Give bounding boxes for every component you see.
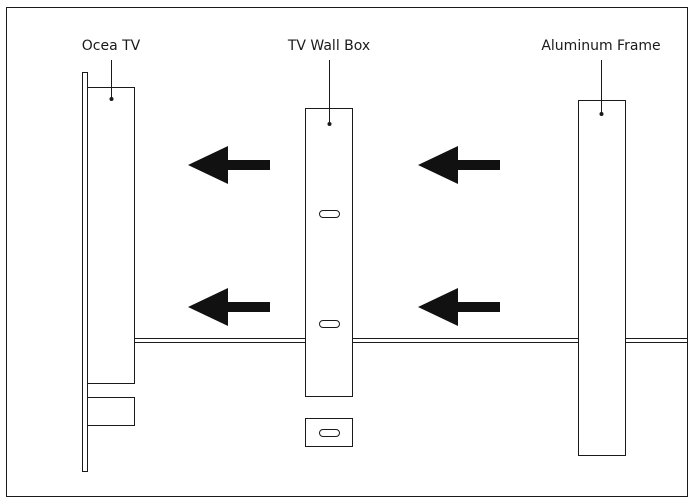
- arrow-left-upper-1: [188, 146, 270, 184]
- wall-box-slot-upper: [319, 210, 340, 218]
- label-tv-wall-box: TV Wall Box: [287, 38, 371, 54]
- wall-box-bracket-slot: [319, 429, 340, 437]
- ocea-tv: [82, 72, 135, 472]
- wall-box-body: [305, 108, 353, 397]
- leader-dots: [109, 97, 604, 126]
- arrow-left-lower-2: [418, 288, 500, 326]
- tv-lower-module: [87, 397, 135, 426]
- wall-box-slot-lower: [319, 320, 340, 328]
- label-aluminum-frame: Aluminum Frame: [541, 38, 661, 54]
- arrow-left-upper-2: [418, 146, 500, 184]
- leader-lines: [111, 60, 602, 124]
- aluminum-frame: [578, 100, 626, 456]
- tv-wall-box: [305, 108, 353, 447]
- arrow-left-lower-1: [188, 288, 270, 326]
- diagram-border: [6, 7, 688, 497]
- tv-body: [87, 87, 135, 384]
- label-ocea-tv: Ocea TV: [81, 38, 141, 54]
- tv-panel: [82, 72, 88, 472]
